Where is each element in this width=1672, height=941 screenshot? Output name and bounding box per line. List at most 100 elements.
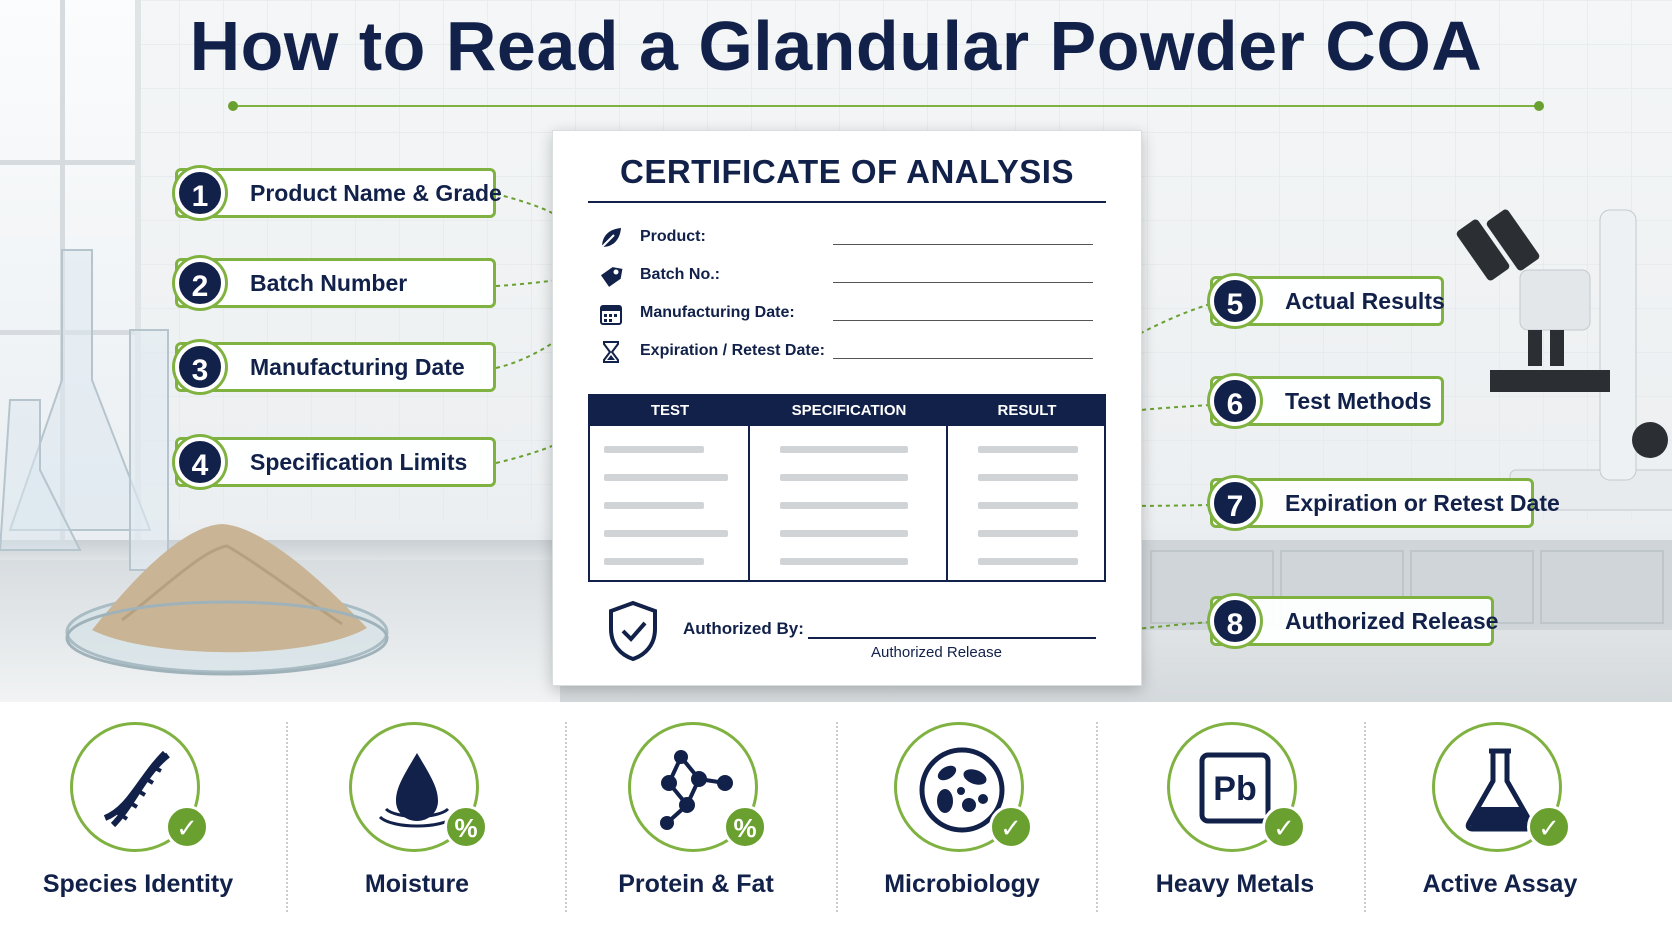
placeholder-bar — [978, 446, 1078, 453]
metric-label: Heavy Metals — [1155, 870, 1315, 898]
check-badge-icon: ✓ — [989, 805, 1033, 849]
element-symbol: Pb — [1213, 770, 1256, 808]
molecule-icon — [660, 750, 733, 830]
callout-number: 6 — [1210, 376, 1260, 426]
certificate-title-rule — [588, 201, 1106, 203]
placeholder-bar — [780, 530, 908, 537]
metric-label: Moisture — [364, 870, 470, 898]
callout-label: Specification Limits — [250, 449, 468, 475]
title-underline-dot-right — [1534, 101, 1544, 111]
results-table-header — [590, 396, 1104, 426]
title-underline-dot-left — [228, 101, 238, 111]
callout-expiration-retest-date: 7 Expiration or Retest Date — [1210, 478, 1560, 528]
callout-authorized-release: 8 Authorized Release — [1210, 596, 1498, 646]
leaf-icon — [601, 228, 621, 248]
callout-label: Authorized Release — [1285, 608, 1499, 634]
check-badge-icon: ✓ — [1262, 805, 1306, 849]
callout-label: Batch Number — [250, 270, 408, 296]
metric-microbiology: ✓ Microbiology — [842, 702, 1082, 941]
field-line-batch — [833, 282, 1093, 283]
placeholder-bar — [978, 502, 1078, 509]
callout-label: Product Name & Grade — [250, 180, 502, 206]
column-header-result: RESULT — [997, 402, 1057, 419]
field-label: Product: — [640, 228, 706, 245]
divider — [286, 722, 288, 912]
metric-label: Species Identity — [42, 870, 234, 898]
check-badge-icon: ✓ — [1527, 805, 1571, 849]
column-header-specification: SPECIFICATION — [791, 402, 907, 419]
percent-badge-icon: % — [444, 805, 488, 849]
column-header-test: TEST — [650, 402, 690, 419]
lab-background — [0, 0, 1672, 702]
callout-number: 8 — [1210, 596, 1260, 646]
callout-batch-number: 2 Batch Number — [175, 258, 496, 308]
placeholder-bar — [780, 474, 908, 481]
column-divider — [748, 396, 750, 580]
microbe-icon — [919, 747, 1005, 833]
placeholder-bar — [978, 474, 1078, 481]
placeholder-bar — [978, 558, 1078, 565]
callout-number: 2 — [175, 258, 225, 308]
check-badge-icon: ✓ — [165, 805, 209, 849]
callout-number: 7 — [1210, 478, 1260, 528]
lead-element-icon: Pb — [1199, 752, 1271, 824]
divider — [1096, 722, 1098, 912]
metric-moisture: % Moisture — [297, 702, 537, 941]
callout-specification-limits: 4 Specification Limits — [175, 437, 496, 487]
callout-label: Expiration or Retest Date — [1285, 490, 1560, 516]
field-label: Expiration / Retest Date: — [640, 342, 825, 359]
column-divider — [946, 396, 948, 580]
tag-icon — [600, 267, 623, 287]
metric-label: Protein & Fat — [618, 870, 774, 898]
callout-manufacturing-date: 3 Manufacturing Date — [175, 342, 496, 392]
placeholder-bar — [780, 446, 908, 453]
metric-active-assay: ✓ Active Assay — [1380, 702, 1620, 941]
field-line-manufacturing — [833, 320, 1093, 321]
authorized-by-label: Authorized By: — [683, 619, 804, 638]
divider — [1364, 722, 1366, 912]
placeholder-bar — [604, 446, 704, 453]
metric-label: Microbiology — [884, 870, 1040, 898]
metric-heavy-metals: Pb ✓ Heavy Metals — [1115, 702, 1355, 941]
field-label: Manufacturing Date: — [640, 304, 795, 321]
metric-label: Active Assay — [1422, 870, 1578, 898]
callout-label: Test Methods — [1285, 388, 1432, 414]
metric-species-identity: ✓ Species Identity — [18, 702, 258, 941]
field-line-product — [833, 244, 1093, 245]
shield-check-icon — [609, 600, 657, 662]
hourglass-icon — [603, 341, 619, 363]
field-line-expiration — [833, 358, 1093, 359]
powder-dish-illustration — [65, 524, 389, 676]
callout-number: 4 — [175, 437, 225, 487]
callout-actual-results: 5 Actual Results — [1210, 276, 1445, 326]
divider — [565, 722, 567, 912]
placeholder-bar — [604, 474, 728, 481]
callout-label: Actual Results — [1285, 288, 1445, 314]
callout-product-name: 1 Product Name & Grade — [175, 168, 502, 218]
metric-protein-fat: % Protein & Fat — [576, 702, 816, 941]
results-table: TEST SPECIFICATION RESULT — [588, 394, 1106, 582]
placeholder-bar — [604, 502, 704, 509]
authorized-release-caption: Authorized Release — [871, 644, 1002, 661]
placeholder-bar — [604, 530, 728, 537]
placeholder-bar — [978, 530, 1078, 537]
callout-number: 1 — [175, 168, 225, 218]
placeholder-bar — [780, 502, 908, 509]
calendar-icon — [600, 305, 622, 325]
callout-number: 5 — [1210, 276, 1260, 326]
dna-icon — [103, 750, 170, 828]
field-label: Batch No.: — [640, 266, 720, 283]
callout-number: 3 — [175, 342, 225, 392]
callout-label: Manufacturing Date — [250, 354, 465, 380]
title-underline — [232, 105, 1540, 107]
microscope-illustration — [1456, 209, 1672, 511]
glassware-illustration — [0, 249, 169, 571]
certificate-title: CERTIFICATE OF ANALYSIS — [620, 153, 1074, 190]
placeholder-bar — [604, 558, 704, 565]
percent-badge-icon: % — [723, 805, 767, 849]
certificate-document: CERTIFICATE OF ANALYSIS Product: Batch N… — [552, 130, 1142, 686]
callout-test-methods: 6 Test Methods — [1210, 376, 1444, 426]
placeholder-bar — [780, 558, 908, 565]
signature-line — [808, 637, 1096, 639]
divider — [836, 722, 838, 912]
